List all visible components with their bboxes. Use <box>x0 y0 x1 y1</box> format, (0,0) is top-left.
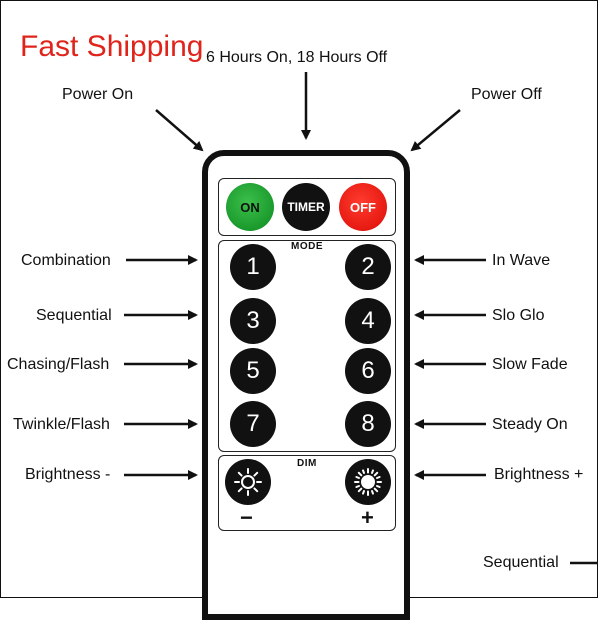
watermark-text: Fast Shipping <box>20 30 204 63</box>
mode-button-8[interactable]: 8 <box>345 401 391 447</box>
label-twinkle-flash: Twinkle/Flash <box>13 416 110 433</box>
power-panel: ON TIMER OFF <box>218 178 396 236</box>
label-chasing-flash: Chasing/Flash <box>7 356 110 373</box>
label-timer-schedule: 6 Hours On, 18 Hours Off <box>206 49 388 66</box>
mode-button-5[interactable]: 5 <box>230 348 276 394</box>
label-combination: Combination <box>21 252 111 269</box>
dim-minus-button[interactable] <box>225 459 271 505</box>
label-steady-on: Steady On <box>492 416 568 433</box>
label-in-wave: In Wave <box>492 252 551 269</box>
label-power-off: Power Off <box>471 86 542 103</box>
arrow-power-on <box>155 109 204 152</box>
remote-control: ON TIMER OFF MODE 1 2 3 4 5 6 7 8 DIM <box>202 150 410 620</box>
on-button[interactable]: ON <box>226 183 274 231</box>
label-power-on: Power On <box>62 86 134 103</box>
dim-panel: DIM <box>218 455 396 531</box>
label-brightness-plus: Brightness + <box>494 466 584 483</box>
label-brightness-minus: Brightness - <box>25 466 111 483</box>
label-slo-glo: Slo Glo <box>492 307 545 324</box>
off-button[interactable]: OFF <box>339 183 387 231</box>
sun-outline-icon <box>234 468 262 496</box>
callout-arrows <box>124 72 598 565</box>
dim-plus-sign: + <box>361 505 374 530</box>
mode-button-4[interactable]: 4 <box>345 298 391 344</box>
dim-minus-sign: − <box>240 505 253 530</box>
label-sequential: Sequential <box>36 307 112 324</box>
arrow-power-off <box>410 109 461 152</box>
dim-title: DIM <box>297 458 317 469</box>
mode-button-3[interactable]: 3 <box>230 298 276 344</box>
mode-button-6[interactable]: 6 <box>345 348 391 394</box>
mode-panel: MODE 1 2 3 4 5 6 7 8 <box>218 240 396 452</box>
label-slow-fade: Slow Fade <box>492 356 568 373</box>
mode-button-2[interactable]: 2 <box>345 244 391 290</box>
timer-button[interactable]: TIMER <box>282 183 330 231</box>
mode-title: MODE <box>291 241 323 252</box>
mode-button-1[interactable]: 1 <box>230 244 276 290</box>
label-sequential-bottom: Sequential <box>483 554 559 571</box>
dim-plus-button[interactable] <box>345 459 391 505</box>
mode-button-7[interactable]: 7 <box>230 401 276 447</box>
sun-filled-icon <box>354 468 382 496</box>
